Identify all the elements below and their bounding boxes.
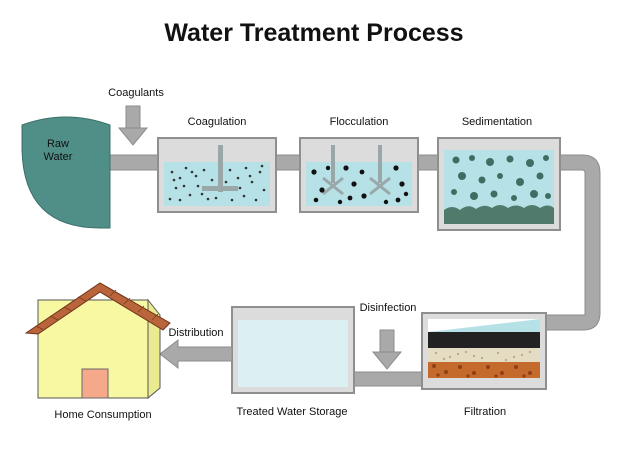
raw-water-label-line1: Raw [46, 138, 69, 150]
coagulation-particles [168, 164, 266, 202]
pipe-sedimentation-to-filtration [539, 154, 601, 331]
coagulants-arrow-icon [117, 127, 149, 146]
house-door [81, 368, 109, 399]
home-consumption-label: Home Consumption [54, 409, 152, 421]
treated-water-storage-label: Treated Water Storage [236, 406, 348, 418]
raw-water-label-line2: Water [43, 151, 73, 163]
raw-water-reservoir [21, 116, 111, 229]
flocculation-label: Flocculation [329, 116, 389, 128]
coagulation-tank [157, 137, 277, 213]
treated-water-storage-tank [231, 306, 355, 394]
sedimentation-label: Sedimentation [461, 116, 533, 128]
distribution-label: Distribution [168, 327, 224, 339]
filter-sand-layer [428, 348, 540, 362]
disinfection-label: Disinfection [359, 302, 417, 314]
diagram-title: Water Treatment Process [164, 19, 464, 47]
distribution-arrow-icon [159, 338, 233, 370]
filter-anthracite-layer [428, 332, 540, 348]
disinfectant-feed-pipe [379, 329, 395, 353]
flocculation-tank [299, 137, 419, 213]
coagulation-label: Coagulation [187, 116, 247, 128]
filtration-label: Filtration [463, 406, 507, 418]
raw-water-label: Raw Water [36, 138, 80, 164]
coagulant-feed-pipe [125, 105, 141, 129]
sludge-layer [444, 205, 554, 224]
filtration-tank [421, 312, 547, 390]
floc-particles [311, 165, 409, 205]
house [24, 282, 171, 400]
sedimentation-tank [437, 137, 561, 231]
filter-gravel-layer [428, 362, 540, 378]
sediment-particles [451, 155, 551, 201]
flocculation-mixers [322, 176, 391, 196]
disinfection-arrow-icon [371, 351, 403, 370]
pipe-filtration-to-storage [349, 371, 427, 387]
coagulants-label: Coagulants [108, 87, 164, 99]
